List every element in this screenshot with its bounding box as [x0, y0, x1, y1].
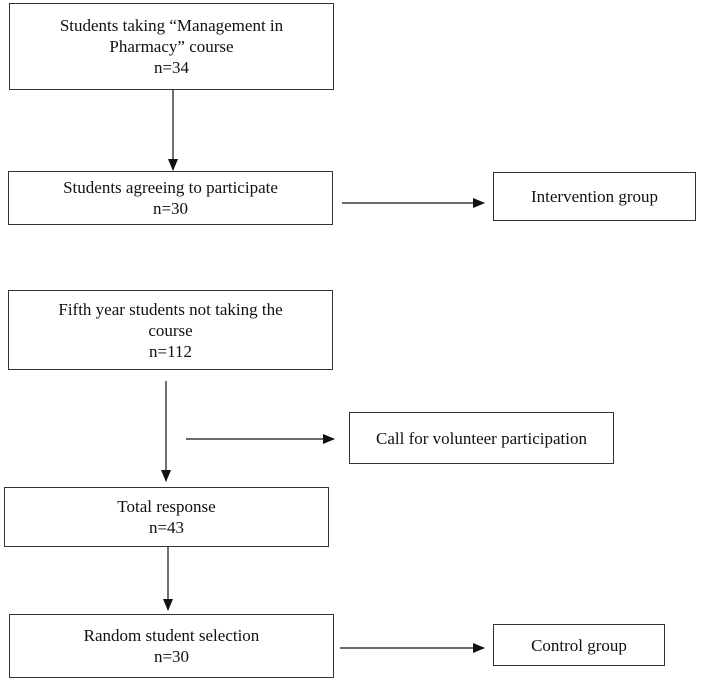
box-text: Students taking “Management in [59, 16, 284, 35]
box-count: n=34 [153, 58, 190, 77]
box-fifth-year-students: Fifth year students not taking the cours… [8, 290, 333, 370]
box-text: Intervention group [531, 187, 658, 206]
box-call-for-volunteers: Call for volunteer participation [349, 412, 614, 464]
box-control-group: Control group [493, 624, 665, 666]
box-text: Pharmacy” course [109, 37, 234, 56]
box-total-response: Total response n=43 [4, 487, 329, 547]
box-text: Students agreeing to participate [63, 178, 278, 197]
box-text: Call for volunteer participation [375, 428, 587, 448]
box-text: Total response [117, 497, 216, 516]
box-count: n=112 [149, 341, 192, 361]
box-students-taking-course: Students taking “Management in Pharmacy”… [9, 3, 334, 90]
box-text: Fifth year students not taking the [58, 299, 283, 319]
box-text: Control group [531, 635, 627, 655]
box-count: n=30 [153, 647, 190, 666]
box-students-agreeing: Students agreeing to participate n=30 [8, 171, 333, 225]
box-intervention-group: Intervention group [493, 172, 696, 221]
box-random-selection: Random student selection n=30 [9, 614, 334, 678]
box-text: course [148, 320, 193, 340]
box-count: n=30 [152, 199, 189, 218]
box-text: Random student selection [83, 626, 260, 645]
box-count: n=43 [148, 518, 185, 537]
